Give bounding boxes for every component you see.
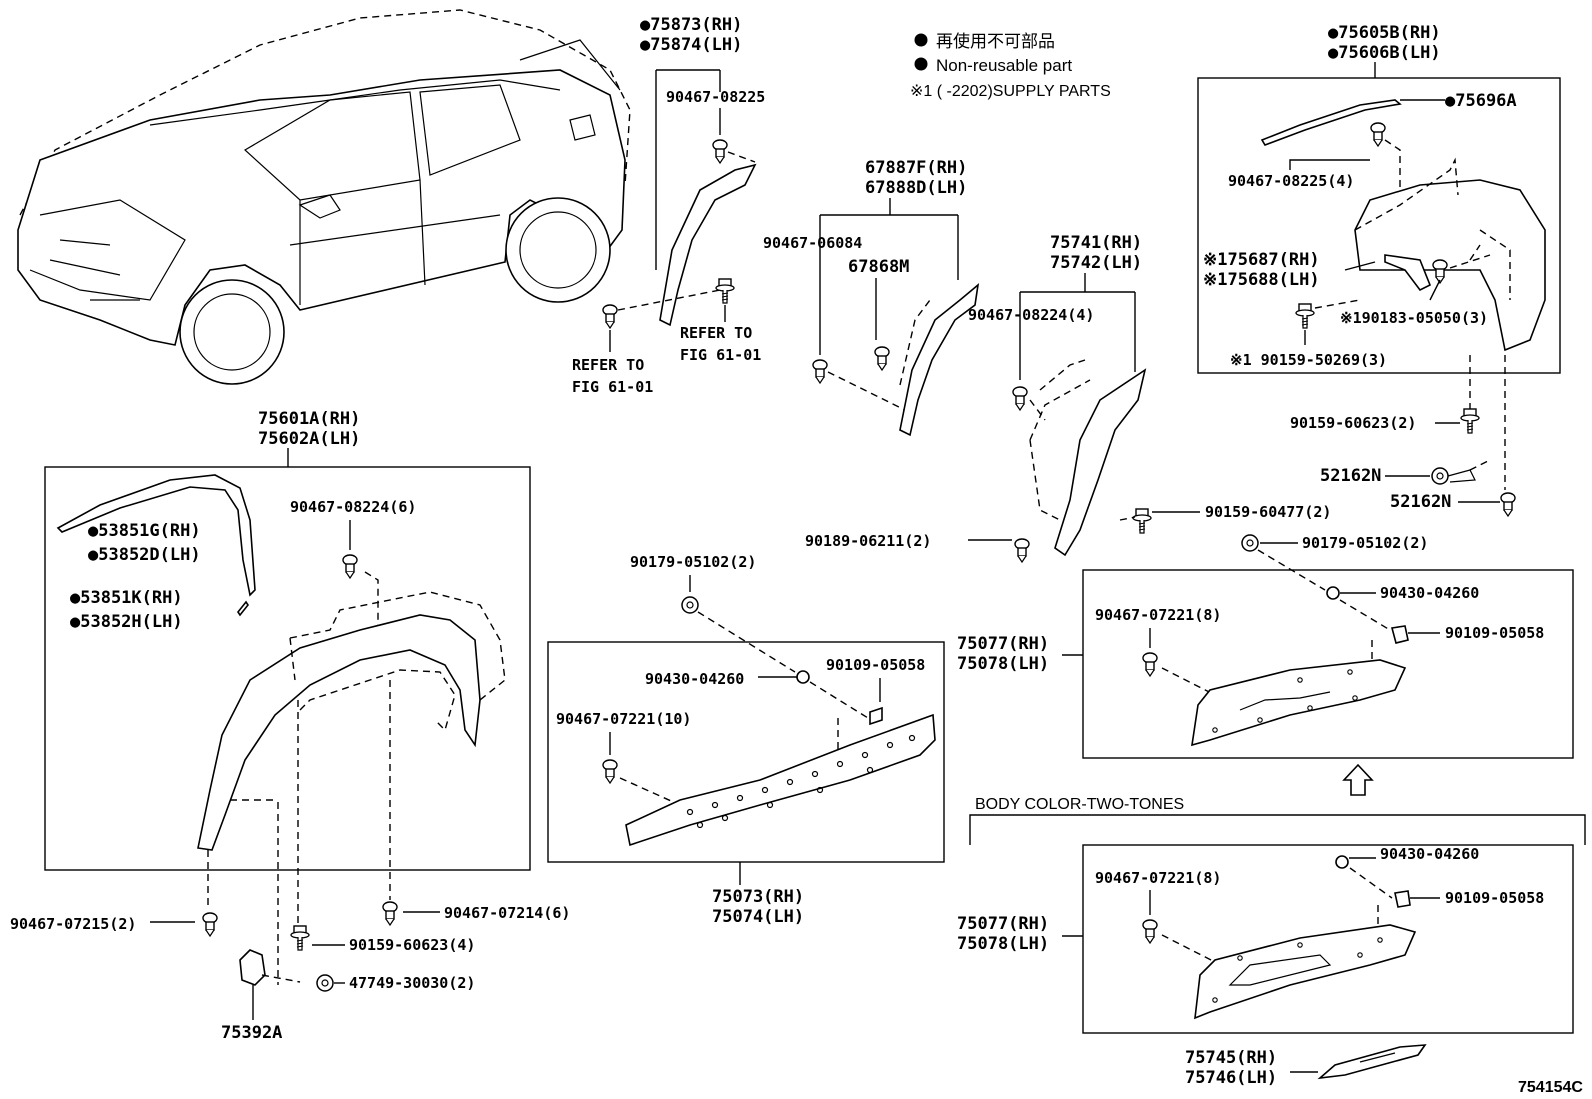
- box-75605: [1197, 77, 1561, 374]
- label-67888: 67888D(LH): [865, 178, 967, 198]
- label-75741: 75741(RH): [1050, 233, 1142, 253]
- label-75688: ※175688(LH): [1203, 270, 1320, 290]
- label-53851g: ●53851G(RH): [88, 521, 201, 541]
- label-90109-05058-a: 90109-05058: [826, 656, 925, 674]
- label-75077-a: 75077(RH): [957, 634, 1049, 654]
- legend-non-reusable-en: Non-reusable part: [936, 56, 1072, 75]
- label-190159: ※1 90159-50269(3): [1230, 351, 1387, 369]
- label-90430-04260-c: 90430-04260: [1380, 845, 1479, 863]
- label-75602: 75602A(LH): [258, 429, 360, 449]
- label-90467-06084: 90467-06084: [763, 234, 862, 252]
- label-53851k: ●53851K(RH): [70, 588, 183, 608]
- label-refer-2b: FIG 61-01: [680, 346, 761, 364]
- label-75873: ●75873(RH): [640, 15, 742, 35]
- label-90467-08225-4: 90467-08225(4): [1228, 172, 1354, 190]
- label-90430-04260-b: 90430-04260: [1380, 584, 1479, 602]
- label-190183: ※190183-05050(3): [1340, 309, 1488, 327]
- box-75077-b: [1082, 844, 1574, 1034]
- label-53852d: ●53852D(LH): [88, 545, 201, 565]
- label-90467-07214: 90467-07214(6): [444, 904, 570, 922]
- label-75696: ●75696A: [1445, 91, 1517, 111]
- legend: 再使用不可部品 Non-reusable part ※1 ( -2202)SUP…: [910, 31, 1111, 100]
- label-75746: 75746(LH): [1185, 1068, 1277, 1088]
- label-90467-07215: 90467-07215(2): [10, 915, 136, 933]
- label-67887: 67887F(RH): [865, 158, 967, 178]
- label-90159-60623-4: 90159-60623(4): [349, 936, 475, 954]
- label-90189-06211: 90189-06211(2): [805, 532, 931, 550]
- label-refer-1a: REFER TO: [572, 356, 644, 374]
- label-90430-04260-a: 90430-04260: [645, 670, 744, 688]
- label-75078-a: 75078(LH): [957, 654, 1049, 674]
- label-90467-08225: 90467-08225: [666, 88, 765, 106]
- vehicle-illustration: [17, 9, 631, 385]
- label-90109-05058-b: 90109-05058: [1445, 624, 1544, 642]
- label-90467-07221-10: 90467-07221(10): [556, 710, 691, 728]
- figure-id: 754154C: [1518, 1079, 1583, 1096]
- group-75873: ●75873(RH) ●75874(LH) 90467-08225 REFER …: [572, 15, 765, 396]
- label-75392: 75392A: [221, 1023, 282, 1043]
- label-90467-07221-8a: 90467-07221(8): [1095, 606, 1221, 624]
- label-75605: ●75605B(RH): [1328, 23, 1441, 43]
- group-75073: 90179-05102(2) 90430-04260 90109-05058 9…: [547, 553, 945, 927]
- label-67868: 67868M: [848, 257, 909, 277]
- label-90467-08224-6: 90467-08224(6): [290, 498, 416, 516]
- group-75601: 75601A(RH) 75602A(LH) ●53851G(RH) ●53852…: [44, 409, 531, 985]
- legend-supply-note: ※1 ( -2202)SUPPLY PARTS: [910, 83, 1111, 100]
- label-75073: 75073(RH): [712, 887, 804, 907]
- box-75601: [44, 466, 531, 871]
- label-75078-b: 75078(LH): [957, 934, 1049, 954]
- box-75073: [547, 641, 945, 863]
- group-75077-a: 90179-05102(2) 90430-04260 90109-05058 9…: [957, 534, 1574, 796]
- label-90109-05058-c: 90109-05058: [1445, 889, 1544, 907]
- label-90159-60623-2: 90159-60623(2): [1290, 414, 1416, 432]
- group-75605: ●75605B(RH) ●75606B(LH) ●75696A 90467-08…: [1197, 23, 1561, 490]
- label-75874: ●75874(LH): [640, 35, 742, 55]
- label-53852h: ●53852H(LH): [70, 612, 183, 632]
- label-refer-2a: REFER TO: [680, 324, 752, 342]
- label-75606: ●75606B(LH): [1328, 43, 1441, 63]
- label-body-color: BODY COLOR-TWO-TONES: [975, 796, 1184, 813]
- label-75742: 75742(LH): [1050, 253, 1142, 273]
- label-90179-05102-b: 90179-05102(2): [1302, 534, 1428, 552]
- group-75741: 75741(RH) 75742(LH) 90467-08224(4): [968, 233, 1147, 557]
- label-47749: 47749-30030(2): [349, 974, 475, 992]
- legend-non-reusable-jp: 再使用不可部品: [936, 31, 1055, 51]
- label-90159-60477: 90159-60477(2): [1205, 503, 1331, 521]
- box-75077-a: [1082, 569, 1574, 759]
- label-90179-05102-a: 90179-05102(2): [630, 553, 756, 571]
- label-52162-a: 52162N: [1320, 466, 1381, 486]
- group-75077-b: BODY COLOR-TWO-TONES 90430-04260 90109-0…: [957, 796, 1586, 1088]
- label-52162-b: 52162N: [1390, 492, 1451, 512]
- label-refer-1b: FIG 61-01: [572, 378, 653, 396]
- label-75074: 75074(LH): [712, 907, 804, 927]
- lower-left-fasteners: 90467-07215(2) 90467-07214(6) 90159-6062…: [10, 901, 570, 1043]
- label-75077-b: 75077(RH): [957, 914, 1049, 934]
- label-90467-08224-4: 90467-08224(4): [968, 306, 1094, 324]
- label-75601: 75601A(RH): [258, 409, 360, 429]
- label-90467-07221-8b: 90467-07221(8): [1095, 869, 1221, 887]
- label-75745: 75745(RH): [1185, 1048, 1277, 1068]
- group-67887: 67887F(RH) 67888D(LH) 90467-06084 67868M: [763, 158, 980, 437]
- right-fasteners: 90159-60623(2) 52162N 52162N 90159-60477…: [805, 408, 1516, 563]
- label-75687: ※175687(RH): [1203, 250, 1320, 270]
